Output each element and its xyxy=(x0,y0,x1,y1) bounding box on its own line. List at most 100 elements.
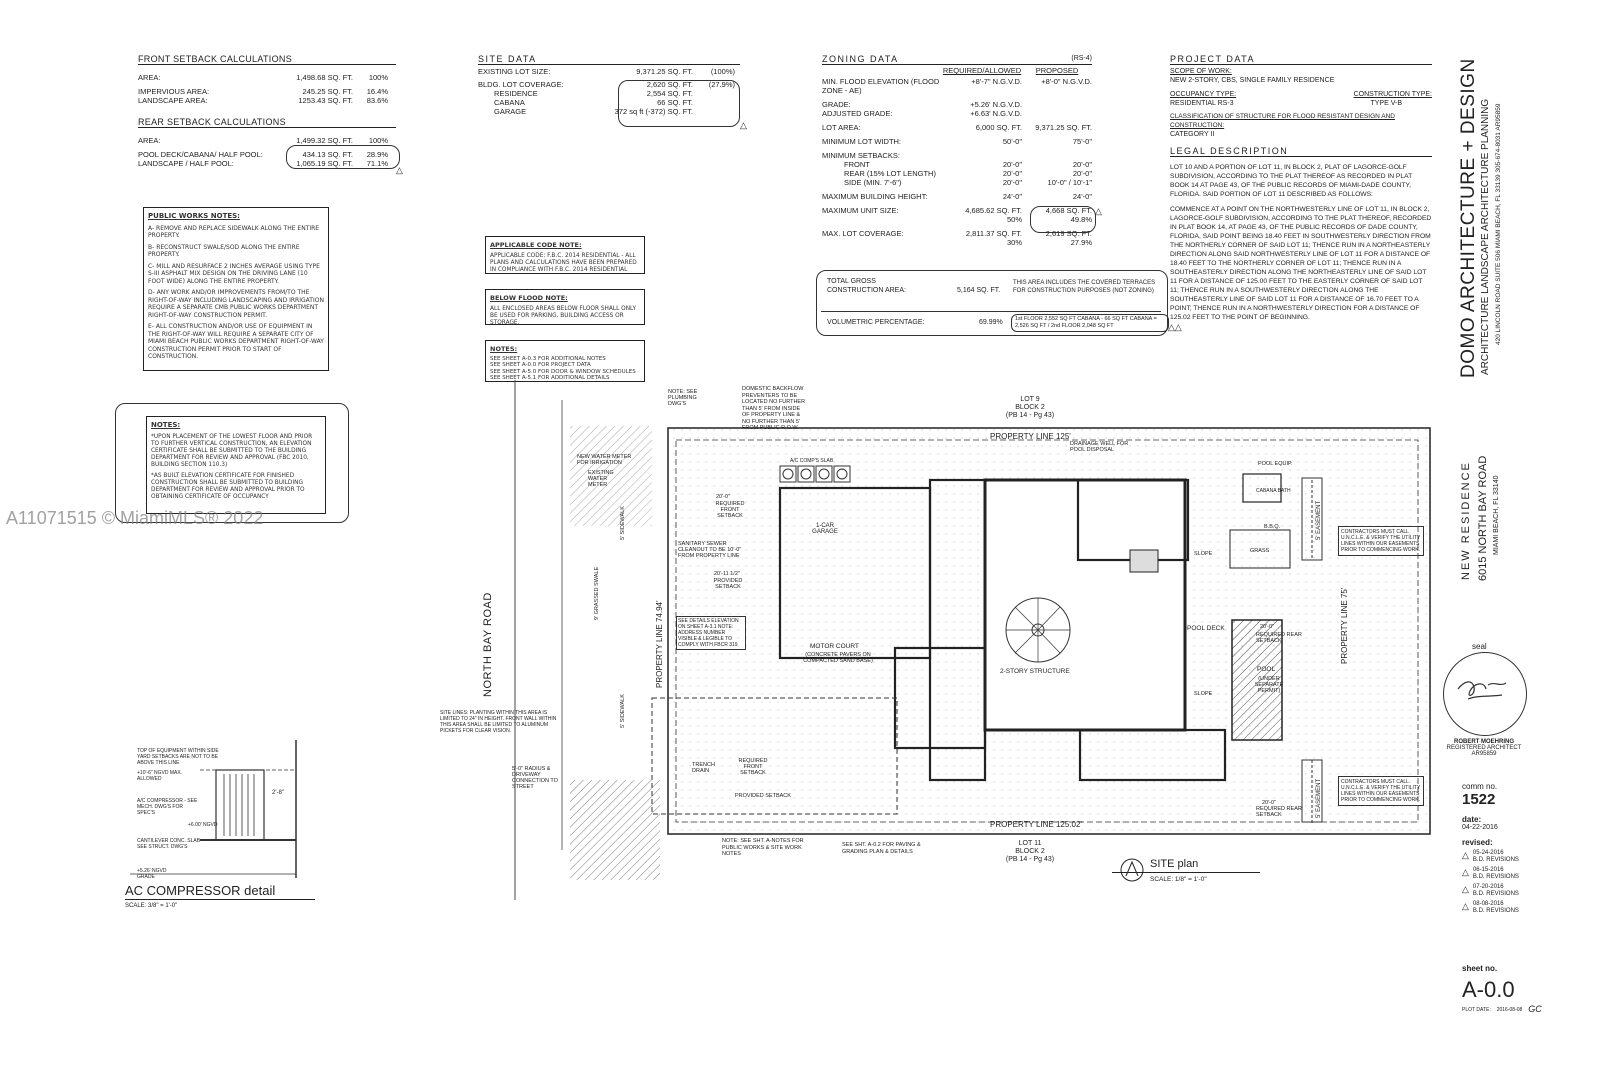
notes-cloud: NOTES: *UPON PLACEMENT OF THE LOWEST FLO… xyxy=(115,403,349,523)
table-row: AREA:1,498.68 SQ. FT.100% xyxy=(138,73,388,82)
legal-p2: COMMENCE AT A POINT ON THE NORTHWESTERLY… xyxy=(1170,206,1432,321)
site-data-title: SITE DATA xyxy=(478,54,740,65)
radius-label: 5'-0" RADIUS & DRIVEWAY CONNECTION TO ST… xyxy=(512,766,558,790)
pool-deck-label: POOL DECK xyxy=(1187,625,1225,632)
mls-watermark: A11071515 © MiamiMLS® 2022 xyxy=(6,508,264,528)
list-item: *AS BUILT ELEVATION CERTIFICATE FOR FINI… xyxy=(151,472,305,500)
project-data-title: PROJECT DATA xyxy=(1170,54,1432,65)
list-item: E- ALL CONSTRUCTION AND/OR USE OF EQUIPM… xyxy=(148,323,324,360)
list-item: C- MILL AND RESURFACE 2 INCHES AVERAGE U… xyxy=(148,262,320,285)
revision-cloud xyxy=(286,145,400,169)
zoning-district: (RS-4) xyxy=(1071,55,1092,62)
list-item: SEE SHEET A-5.0 FOR DOOR & WINDOW SCHEDU… xyxy=(490,368,636,375)
architect-seal xyxy=(1443,652,1527,736)
architect-info: ROBERT MOEHRING REGISTERED ARCHITECT AR9… xyxy=(1446,739,1522,757)
legal-description-block: LEGAL DESCRIPTION LOT 10 AND A PORTION O… xyxy=(1170,146,1432,322)
table-row: GRADE:+5.26' N.G.V.D. xyxy=(822,100,1022,109)
volumetric-value: 69.99% xyxy=(979,319,1003,326)
req-rear-label-2: REQUIRED REAR SETBACK xyxy=(1256,806,1302,818)
grass-label: GRASS xyxy=(1250,548,1270,554)
slope-label: SLOPE xyxy=(1194,551,1213,557)
ac-note-slab: CANTILEVER CONC. SLAB - SEE STRUCT. DWG'… xyxy=(137,838,204,850)
garage-label: 1-CAR GARAGE xyxy=(812,523,838,535)
sheet-number: A-0.0 xyxy=(1462,977,1515,1002)
legal-title: LEGAL DESCRIPTION xyxy=(1170,146,1432,157)
table-row: MAXIMUM BUILDING HEIGHT:24'-0"24'-0" xyxy=(822,192,1092,201)
date-block: date: 04-22-2016 xyxy=(1462,815,1498,831)
project-name: NEW RESIDENCE xyxy=(1460,461,1472,580)
ac-detail-scale: SCALE: 3/8" = 1'-0" xyxy=(125,903,178,909)
revision-triangle-icon: △ xyxy=(1462,884,1469,894)
lot-bottom: LOT 11 BLOCK 2 (PB 14 - Pg 43) xyxy=(1005,840,1055,863)
ac-note-top: TOP OF EQUIPMENT WITHIN SIDE YARD SETBAC… xyxy=(137,748,219,766)
dim-front: 20'-0" xyxy=(716,494,731,500)
existing-water-label: EXISTING WATER METER xyxy=(588,470,614,488)
seal-label: seal xyxy=(1472,642,1487,651)
see-sheet-note: NOTE: SEE SHT. A-NOTES FOR PUBLIC WORKS … xyxy=(722,838,804,857)
new-water-label: NEW WATER METER FOR IRRIGATION xyxy=(577,454,632,466)
easement-label-top: 5' EASEMENT xyxy=(1316,500,1322,540)
motor-court-note: (CONCRETE PAVERS ON COMPACTED SAND BASE) xyxy=(803,652,873,664)
bbq-label: B.B.Q. xyxy=(1264,524,1281,530)
ac-compressor-detail xyxy=(130,740,297,878)
ac-note-grade: +5.26' NGVD GRADE xyxy=(137,868,167,880)
address-note: SEE DETAILS ELEVATION ON SHEET A-3.1 NOT… xyxy=(676,616,746,650)
gross-area-cloud: TOTAL GROSS CONSTRUCTION AREA: 5,164 SQ.… xyxy=(816,270,1169,336)
list-item: D- ANY WORK AND/OR IMPROVEMENTS FROM/TO … xyxy=(148,289,324,319)
ac-note-max: +10'-6" NGVD MAX. ALLOWED xyxy=(137,770,183,782)
ac-note-compressor: A/C COMPRESSOR - SEE MECH. DWG'S FOR SPE… xyxy=(137,798,198,816)
swale-label: 9' GRASSED SWALE xyxy=(594,566,600,620)
volumetric-note: 1st FLOOR 2,552 SQ FT CABANA - 66 SQ FT … xyxy=(1011,314,1169,332)
front-setback-title: FRONT SETBACK CALCULATIONS xyxy=(138,54,396,65)
table-row: MINIMUM SETBACKS: xyxy=(822,151,900,160)
table-row: AREA:1,499.32 SQ. FT.100% xyxy=(138,136,388,145)
project-address: 6015 NORTH BAY ROAD xyxy=(1477,455,1489,581)
zoning-data-title: ZONING DATA xyxy=(822,54,899,64)
table-row: MIN. FLOOD ELEVATION (FLOOD ZONE - AE)+8… xyxy=(822,77,1092,95)
revision-triangle-icon: △ xyxy=(1462,850,1469,860)
table-row: BLDG. LOT COVERAGE:2,620 SQ. FT.(27.9%) xyxy=(478,80,735,89)
revision-cloud xyxy=(1030,206,1096,233)
req-front-label: REQUIRED FRONT SETBACK xyxy=(715,501,745,519)
prov-setback-label: PROVIDED SETBACK xyxy=(713,578,743,590)
sidewalk-label-2: 5' SIDEWALK xyxy=(620,694,626,728)
firm-name: DOMO ARCHITECTURE + DESIGN xyxy=(1458,58,1479,378)
easement-label-bottom: 5' EASEMENT xyxy=(1316,778,1322,818)
site-lines-label: SITE LINES: PLANTING WITHIN THIS AREA IS… xyxy=(440,710,557,734)
revision-triangle-icon: △ xyxy=(740,120,747,130)
firm-address: 420 LINCOLN ROAD SUITE 506 MIAMI BEACH, … xyxy=(1495,103,1502,345)
firm-sub: ARCHITECTURE LANDSCAPE ARCHITECTURE PLAN… xyxy=(1480,98,1491,375)
signature-icon xyxy=(1457,681,1507,700)
rear-setback-title: REAR SETBACK CALCULATIONS xyxy=(138,117,396,128)
project-city: MIAMI BEACH, FL 33140 xyxy=(1493,475,1500,556)
dim-front-2: 20'-11 1/2" xyxy=(714,571,740,577)
table-row: LOT AREA:6,000 SQ. FT.9,371.25 SQ. FT. xyxy=(822,123,1092,132)
ac-comp-label: A/C COMP'S SLAB xyxy=(790,458,834,464)
rear-setback-block: REAR SETBACK CALCULATIONS AREA:1,499.32 … xyxy=(138,117,403,175)
ac-detail-title: AC COMPRESSOR detail xyxy=(125,883,276,898)
contractor-note-bottom: CONTRACTORS MUST CALL U.N.C.L.E. & VERIF… xyxy=(1338,776,1424,806)
revision-triangle-icon: △△ xyxy=(1168,322,1182,332)
pool-note: (UNDER SEPARATE PERMIT) xyxy=(1254,676,1284,694)
zoning-rows: MIN. FLOOD ELEVATION (FLOOD ZONE - AE)+8… xyxy=(822,77,1092,247)
table-row: LANDSCAPE / HALF POOL:1,065.19 SQ. FT.71… xyxy=(138,159,388,168)
gross-label: TOTAL GROSS CONSTRUCTION AREA: xyxy=(827,278,906,294)
table-row: 30%27.9% xyxy=(1006,238,1092,247)
req-rear-label: REQUIRED REAR SETBACK xyxy=(1256,632,1302,644)
table-row: MINIMUM LOT WIDTH:50'-0"75'-0" xyxy=(822,137,1092,146)
legal-p1: LOT 10 AND A PORTION OF LOT 11, IN BLOCK… xyxy=(1170,164,1413,198)
revision-triangle-icon: △ xyxy=(396,165,403,175)
below-flood-note: BELOW FLOOD NOTE: ALL ENCLOSED AREAS BEL… xyxy=(485,289,645,326)
motor-court-label: MOTOR COURT xyxy=(810,643,859,650)
prov-setback-label-2: PROVIDED SETBACK xyxy=(735,793,791,799)
see-sheet-note-2: SEE SHT. A-0.2 FOR PAVING & GRADING PLAN… xyxy=(842,842,921,855)
site-plan-scale: SCALE: 1/8" = 1'-0" xyxy=(1150,876,1207,883)
gross-note: THIS AREA INCLUDES THE COVERED TERRACES … xyxy=(1013,280,1156,294)
prop-line-left: PROPERTY LINE 74.94' xyxy=(655,600,664,689)
drainage-label: DRAINAGE WELL FOR POOL DISPOSAL xyxy=(1070,441,1129,453)
